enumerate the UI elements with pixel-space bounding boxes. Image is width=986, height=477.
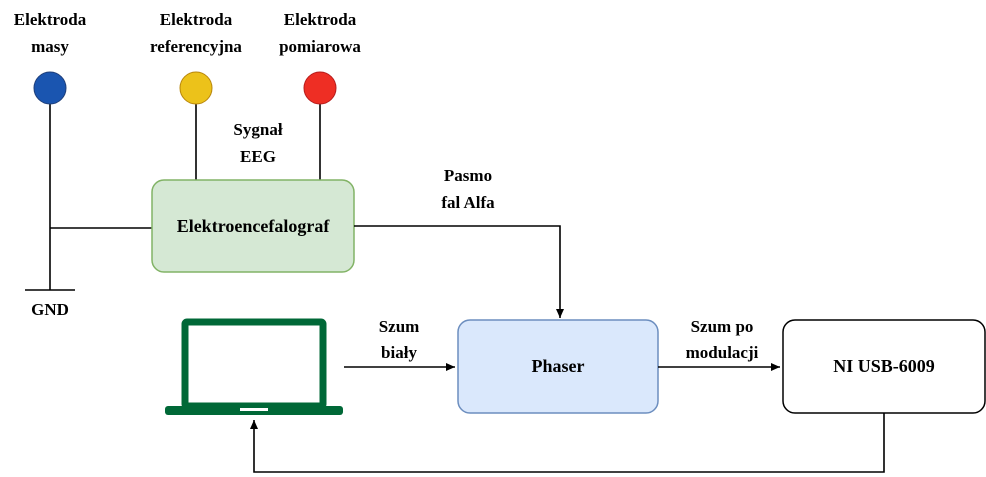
- ground-electrode-label-line1: Elektroda: [14, 10, 87, 29]
- modulated-noise-label-line2: modulacji: [686, 343, 759, 362]
- ground-electrode-icon: [33, 71, 67, 105]
- white-noise-label-line1: Szum: [379, 317, 420, 336]
- eeg-device-label: Elektroencefalograf: [177, 216, 331, 236]
- phaser-label: Phaser: [532, 356, 585, 376]
- daq-to-laptop-feedback-arrow: [250, 413, 885, 473]
- modulated-noise-label-line1: Szum po: [691, 317, 754, 336]
- gnd-label: GND: [31, 300, 69, 319]
- measuring-electrode-icon: [303, 71, 337, 105]
- eeg-to-phaser-arrow: [354, 225, 564, 318]
- measuring-electrode-label-line1: Elektroda: [284, 10, 357, 29]
- reference-electrode-icon: [179, 71, 213, 105]
- daq-label: NI USB-6009: [833, 356, 935, 376]
- ground-electrode-label-line2: masy: [31, 37, 69, 56]
- alpha-band-label-line2: fal Alfa: [441, 193, 495, 212]
- reference-electrode-label-line1: Elektroda: [160, 10, 233, 29]
- measuring-electrode-label-line2: pomiarowa: [279, 37, 361, 56]
- eeg-signal-label-line2: EEG: [240, 147, 276, 166]
- reference-electrode-label-line2: referencyjna: [150, 37, 242, 56]
- eeg-signal-label-line1: Sygnał: [233, 120, 282, 139]
- alpha-band-label-line1: Pasmo: [444, 166, 492, 185]
- white-noise-label-line2: biały: [381, 343, 417, 362]
- laptop-icon: [165, 318, 343, 415]
